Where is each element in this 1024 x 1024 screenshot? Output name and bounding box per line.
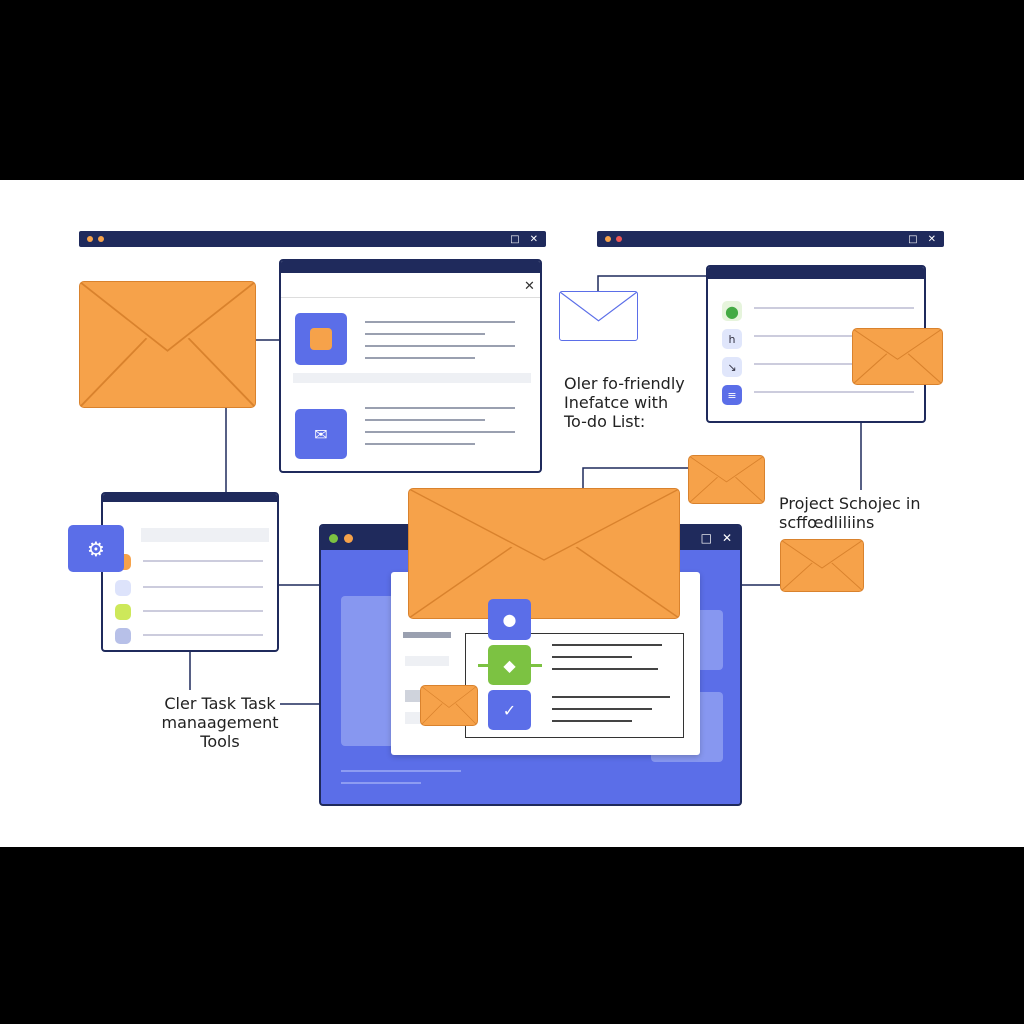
title-bar [281, 261, 540, 273]
close-icon[interactable]: ✕ [524, 279, 535, 294]
window-dot [344, 533, 353, 543]
window-dot [329, 533, 338, 543]
checklist-icon [295, 313, 347, 365]
envelope-outline-icon [559, 291, 638, 341]
window-dot [87, 236, 93, 242]
maximize-icon[interactable]: □ [510, 233, 520, 245]
list-icon: ≡ [722, 385, 742, 405]
envelope-icon: ✉ [295, 409, 347, 459]
title-bar [708, 267, 924, 279]
todo-window: ● h ↘ ≡ [706, 265, 926, 423]
leaf-icon: ● [722, 301, 742, 321]
envelope-icon [408, 488, 680, 619]
maximize-icon[interactable]: □ [908, 233, 918, 245]
graph-icon: ↘ [722, 357, 742, 377]
window-bar-right: □✕ [597, 231, 944, 247]
close-icon[interactable]: ✕ [927, 233, 936, 245]
apple-icon: ● [488, 599, 531, 640]
envelope-icon [420, 685, 478, 726]
task-icon [115, 580, 131, 596]
envelope-icon [852, 328, 943, 385]
task-window [101, 492, 279, 652]
window-dot [98, 236, 104, 242]
close-icon[interactable]: ✕ [721, 531, 732, 545]
window-dot [616, 236, 622, 242]
title-bar [103, 494, 277, 502]
window-dot [605, 236, 611, 242]
task-icon [115, 604, 131, 620]
chat-icon: ◆ [488, 645, 531, 685]
window-bar-left: □✕ [79, 231, 546, 247]
gear-check-icon: ⚙ [68, 525, 124, 572]
task-icon [115, 628, 131, 644]
mail-window: ✕ ✉ [279, 259, 542, 473]
check-icon: ✓ [488, 690, 531, 730]
maximize-icon[interactable]: □ [700, 531, 712, 545]
close-icon[interactable]: ✕ [529, 233, 538, 245]
envelope-icon [688, 455, 765, 504]
chart-icon: h [722, 329, 742, 349]
envelope-icon [780, 539, 864, 592]
envelope-icon [79, 281, 256, 408]
